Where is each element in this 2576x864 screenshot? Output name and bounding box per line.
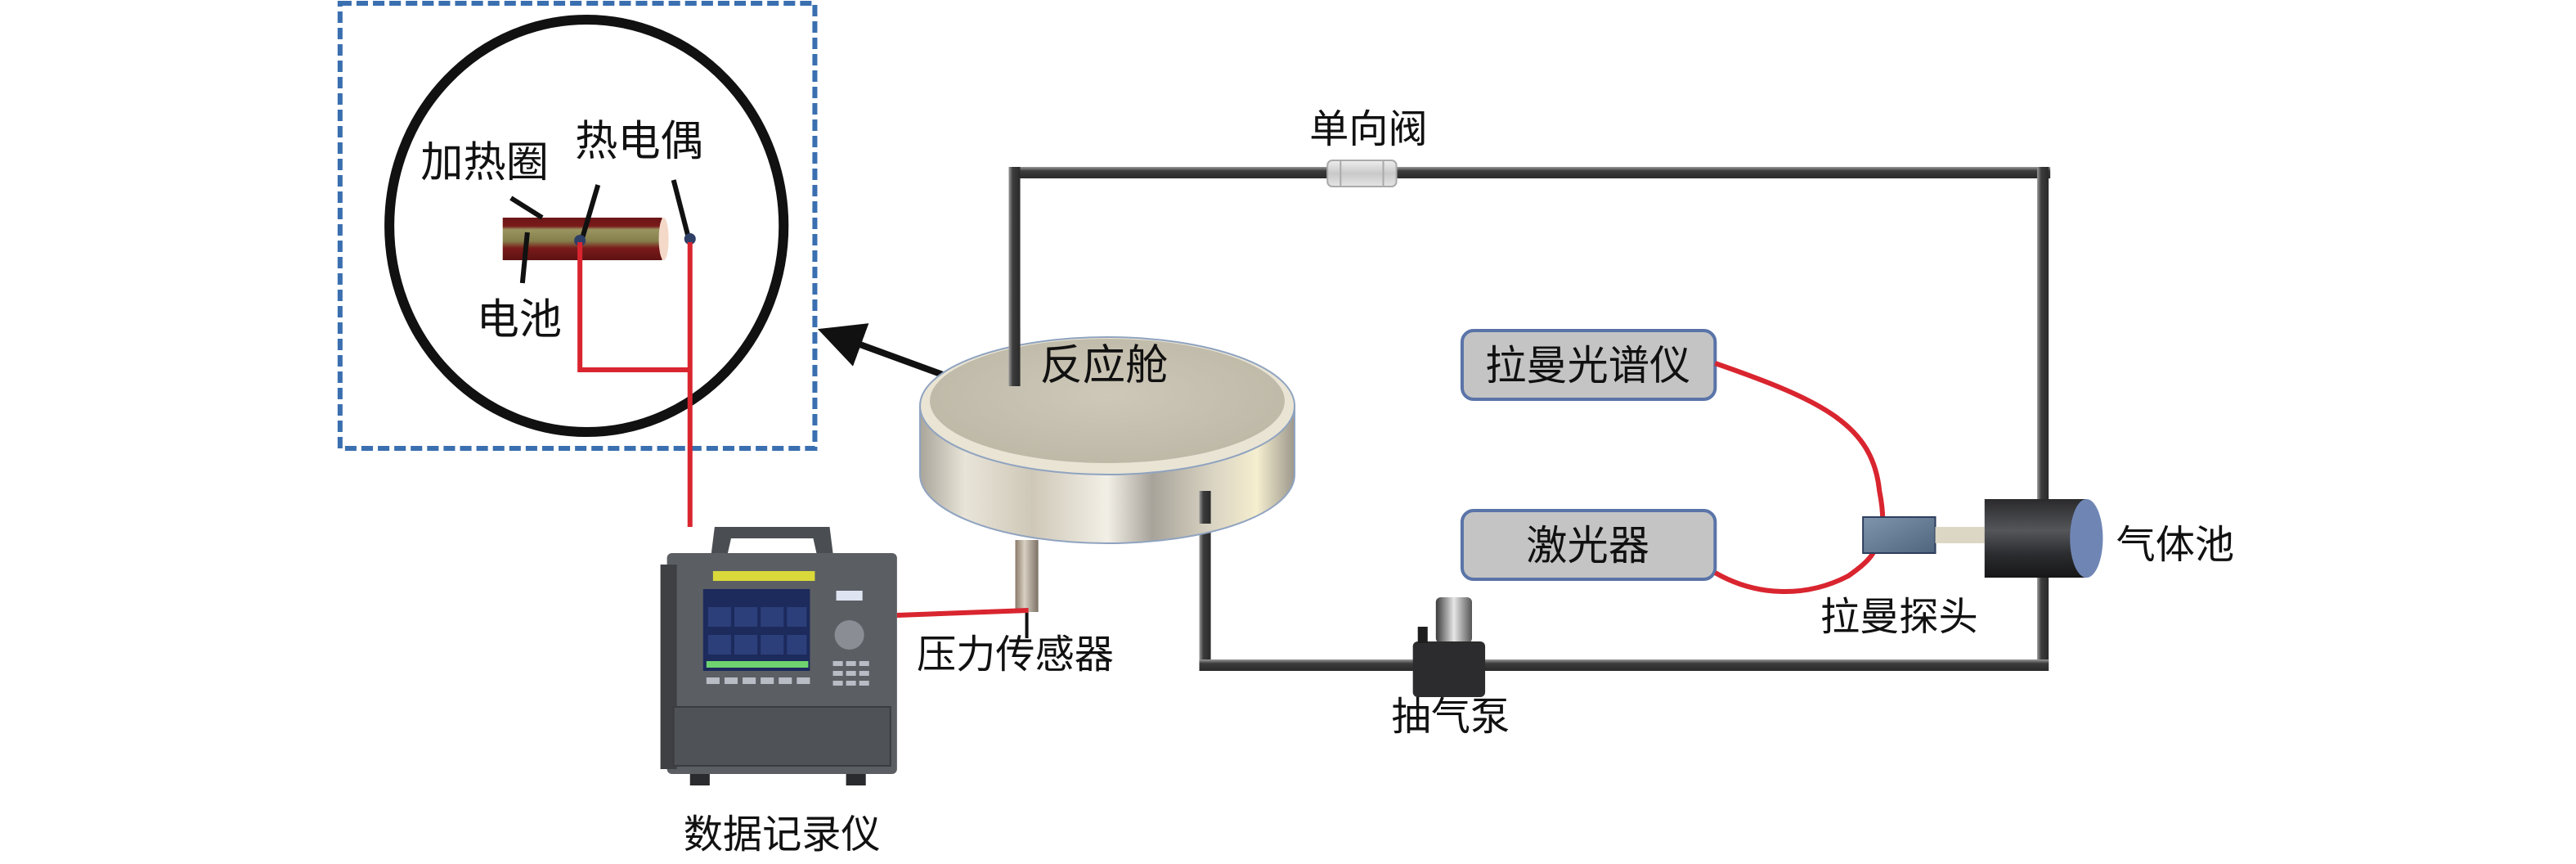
data-logger-printer-slot (672, 706, 891, 767)
pressure-sensor-body (1015, 540, 1039, 612)
label-reaction-chamber: 反应舱 (1040, 341, 1169, 390)
data-logger-handle (711, 527, 833, 553)
leader-thermocouple-2 (671, 179, 691, 238)
gas-loop-pipes (1008, 167, 2051, 671)
vacuum-pump-fitting (1417, 627, 1428, 643)
raman-probe-body (1862, 516, 1936, 554)
data-logger-foot-left (689, 774, 710, 785)
inset-dashed-border (337, 1, 818, 451)
battery-end-cap (658, 218, 669, 260)
laser-box (1460, 509, 1717, 581)
label-vacuum-pump: 抽气泵 (1392, 694, 1510, 740)
gas-cell (1984, 499, 2103, 578)
thermocouple-wire-1 (577, 242, 690, 372)
label-pressure-sensor: 压力传感器 (917, 632, 1114, 677)
pipe-chamber-outlet (1199, 491, 1211, 524)
pipe-bottom (1199, 659, 2049, 671)
raman-probe (1862, 516, 1985, 554)
vacuum-pump-motor (1435, 597, 1472, 643)
thermocouple-junction-1 (574, 235, 586, 246)
data-logger (660, 527, 897, 785)
label-check-valve: 单向阀 (1309, 106, 1428, 152)
fiber-laser-to-probe (1713, 545, 1879, 594)
label-raman-spectrometer: 拉曼光谱仪 (1485, 341, 1690, 389)
data-logger-dial (834, 620, 864, 650)
gas-cell-body (1984, 499, 2087, 578)
label-battery: 电池 (477, 295, 562, 344)
data-logger-label-strip (712, 571, 815, 581)
data-logger-keypad (706, 661, 869, 686)
pipe-left-lower (1199, 511, 1211, 671)
leader-thermocouple-1 (579, 184, 601, 241)
vacuum-pump-base (1412, 641, 1486, 697)
data-logger-foot-right (846, 774, 866, 785)
pipe-right (2037, 167, 2049, 671)
label-data-logger: 数据记录仪 (684, 812, 881, 857)
thermocouple-junction-2 (684, 233, 696, 245)
check-valve (1326, 160, 1398, 187)
pressure-sensor-wire (896, 608, 1029, 618)
raman-spectrometer: 拉曼光谱仪 (1460, 329, 1717, 401)
leader-battery (519, 232, 530, 284)
label-laser: 激光器 (1526, 521, 1649, 569)
label-heating-coil: 加热圈 (420, 138, 549, 187)
pipe-into-lid (1008, 327, 1021, 386)
check-valve-body (1326, 160, 1398, 187)
inset-detail: 加热圈 热电偶 电池 (337, 1, 818, 527)
pipe-top (1008, 167, 2051, 178)
label-raman-probe: 拉曼探头 (1820, 594, 1978, 640)
raman-probe-tip (1935, 527, 1985, 543)
reaction-chamber (918, 327, 1296, 638)
data-logger-screen (702, 589, 810, 671)
data-logger-screen-cells (706, 607, 809, 668)
gas-cell-window (2070, 499, 2103, 578)
fiber-spectrometer-to-probe (1714, 361, 1886, 521)
label-thermocouple: 热电偶 (575, 117, 703, 166)
data-logger-button-display (836, 591, 863, 601)
laser: 激光器 (1460, 509, 1717, 581)
label-gas-cell: 气体池 (2116, 522, 2235, 568)
leader-heating-coil (509, 196, 544, 220)
vacuum-pump (1412, 597, 1486, 697)
